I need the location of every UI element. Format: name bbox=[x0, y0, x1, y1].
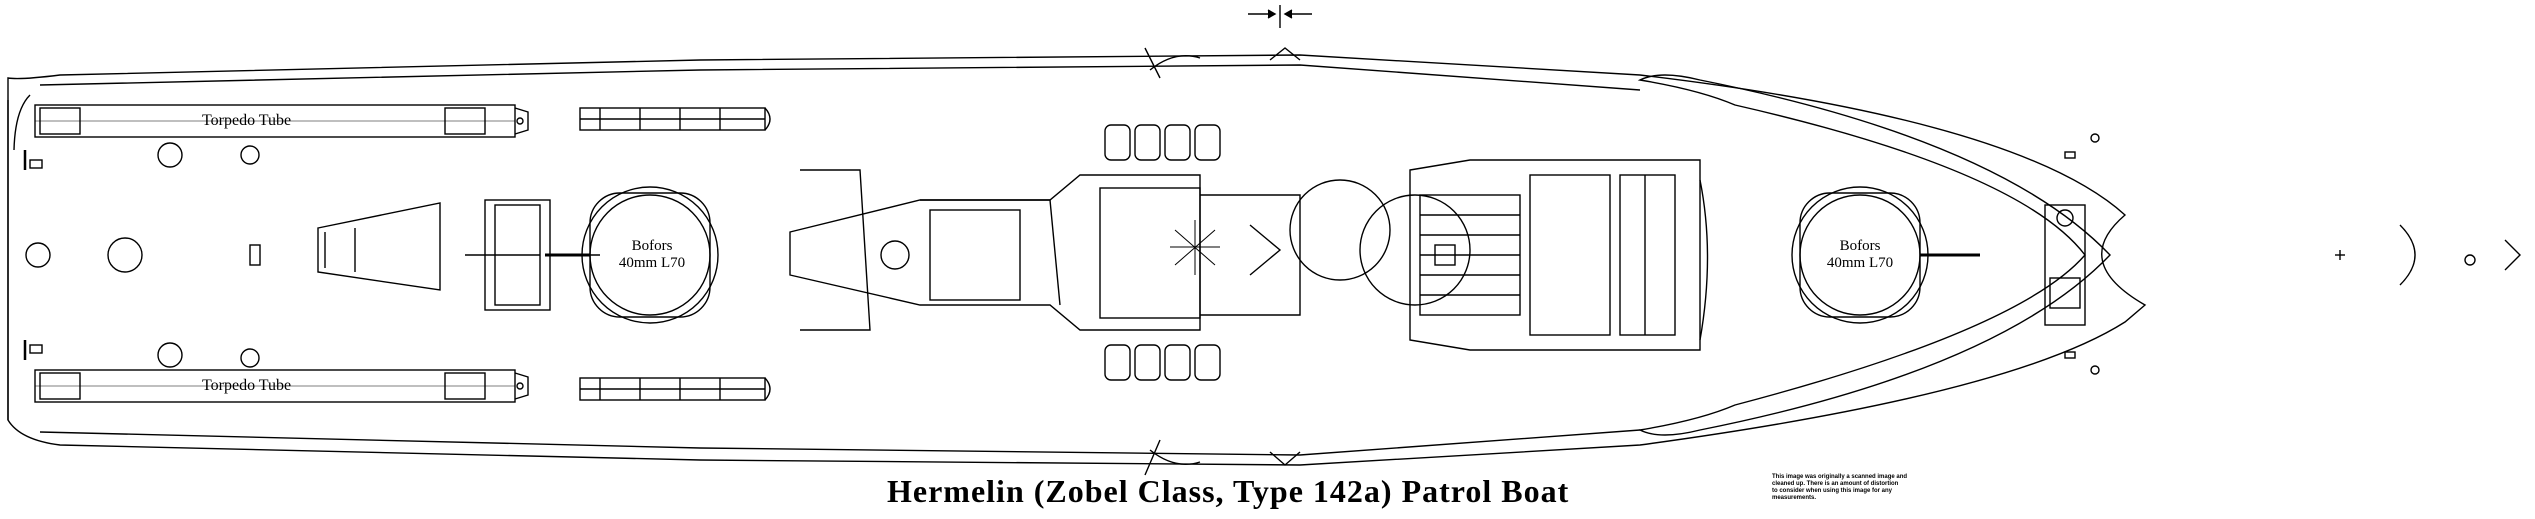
torpedo-tube-upper bbox=[34, 104, 529, 138]
gun-label-fwd-line1: Bofors bbox=[1839, 238, 1881, 254]
deck-edge-upper bbox=[39, 64, 1641, 91]
hull-outline bbox=[7, 54, 2147, 466]
torpedo-tube-lower bbox=[34, 369, 529, 403]
rail-upper bbox=[579, 107, 771, 131]
radar-dome bbox=[1289, 179, 1391, 281]
gun-label-aft-line2: 40mm L70 bbox=[618, 255, 686, 271]
distortion-note: This image was originally a scanned imag… bbox=[1772, 474, 1972, 502]
gun-label-fwd-line2: 40mm L70 bbox=[1826, 255, 1894, 271]
note-line-2: cleaned up. There is an amount of distor… bbox=[1772, 481, 1899, 487]
gun-mount-aft bbox=[545, 186, 719, 324]
gun-label-fwd: Bofors 40mm L70 bbox=[1800, 238, 1920, 272]
note-line-4: measurements. bbox=[1772, 495, 1817, 501]
note-line-3: to consider when using this image for an… bbox=[1772, 488, 1893, 494]
liferafts-upper bbox=[1104, 124, 1221, 161]
beam-marker bbox=[1248, 5, 1312, 28]
torpedo-tube-label-lower: Torpedo Tube bbox=[202, 377, 292, 394]
torpedo-tube-label-upper: Torpedo Tube bbox=[202, 112, 292, 129]
rail-lower bbox=[579, 377, 771, 401]
gun-label-aft-line1: Bofors bbox=[631, 238, 673, 254]
liferafts-lower bbox=[1104, 344, 1221, 381]
superstructure-aft bbox=[789, 174, 1201, 331]
gun-label-aft: Bofors 40mm L70 bbox=[592, 238, 712, 272]
bow-bulwark bbox=[1637, 74, 2111, 436]
note-line-1: This image was originally a scanned imag… bbox=[1772, 474, 1908, 480]
deck-edge-lower bbox=[39, 429, 1641, 456]
gun-mount-fwd bbox=[1791, 186, 1980, 324]
diagram-caption: Hermelin (Zobel Class, Type 142a) Patrol… bbox=[887, 473, 1570, 509]
bridge bbox=[1409, 159, 1709, 351]
